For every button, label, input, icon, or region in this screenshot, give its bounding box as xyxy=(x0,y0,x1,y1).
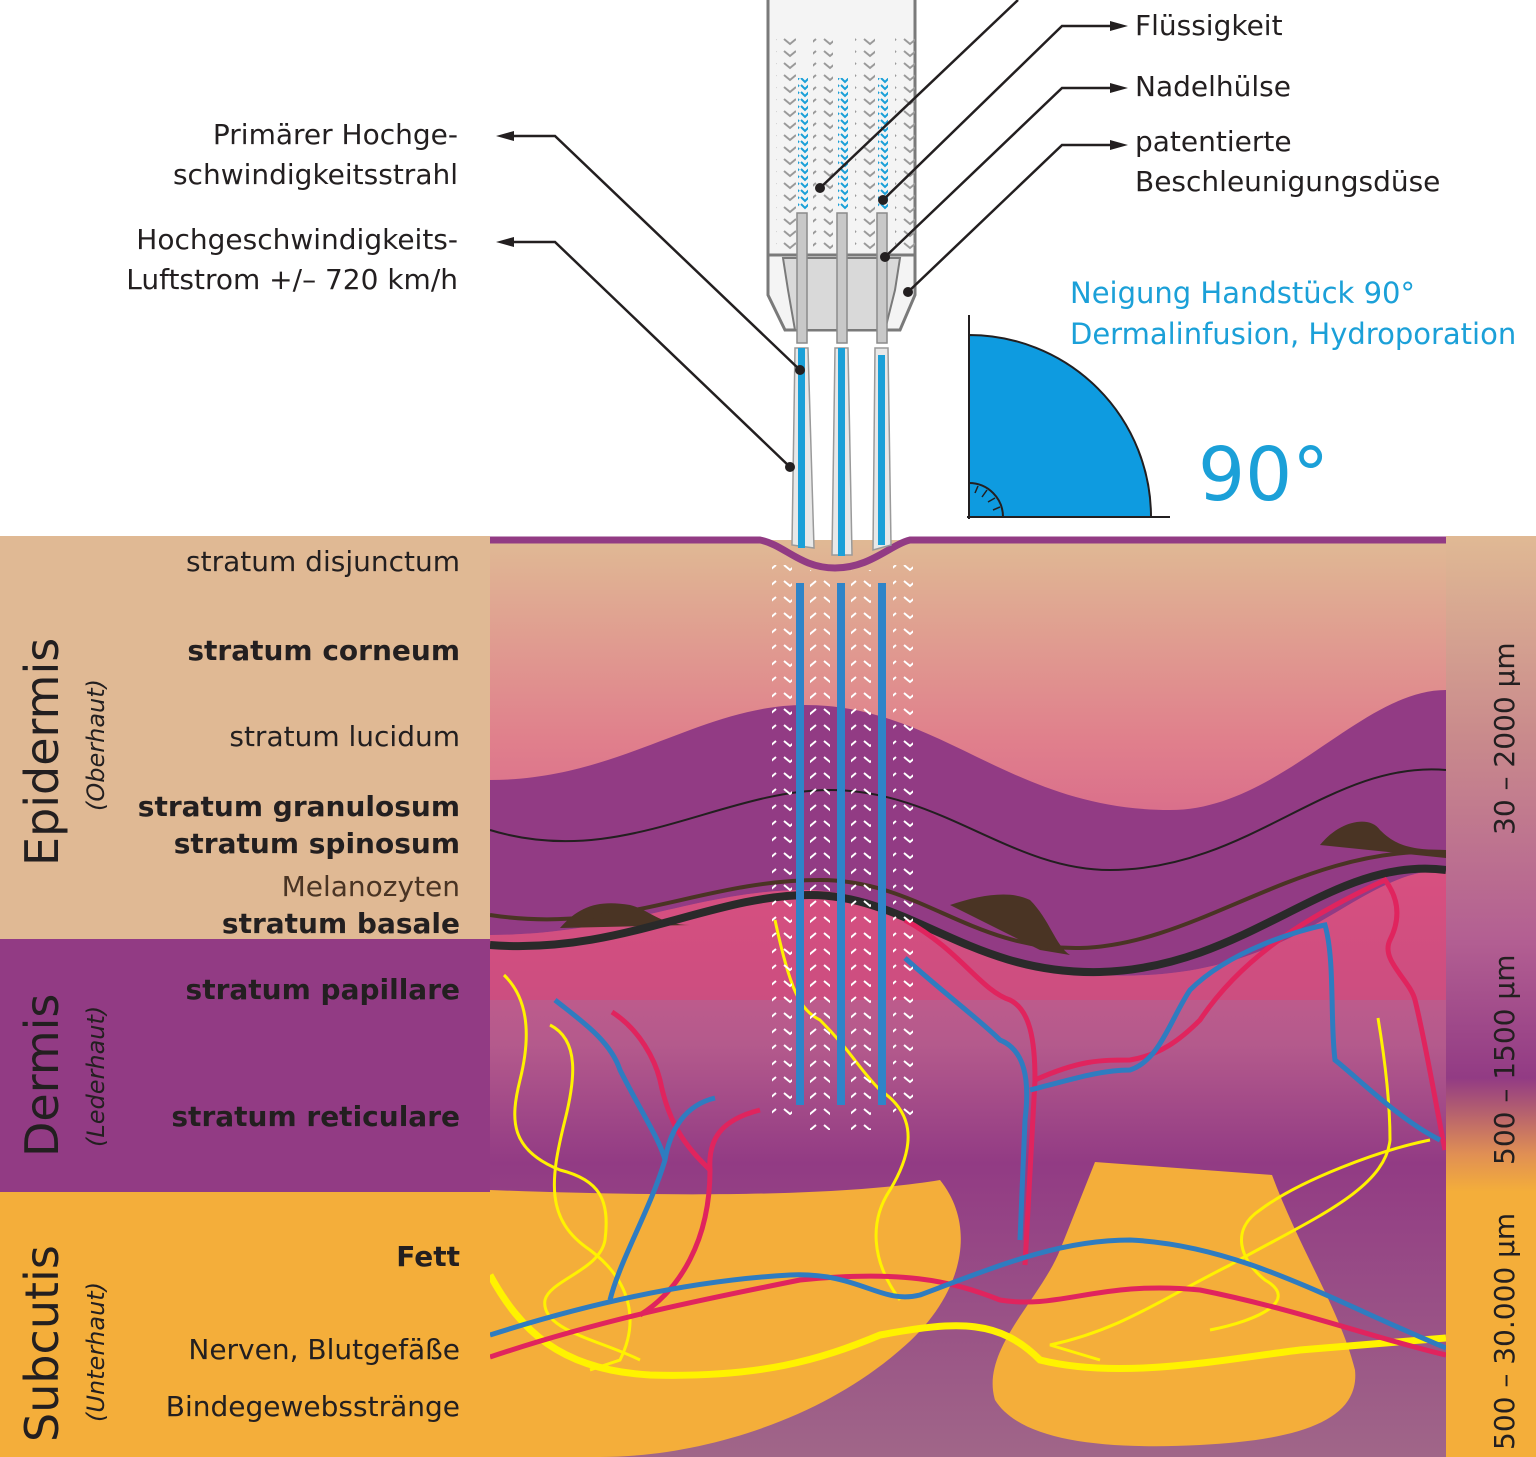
air-stream-in-skin-3 xyxy=(851,570,871,1130)
layer-stratum-papillare: stratum papillare xyxy=(185,973,460,1006)
melanocyte-2 xyxy=(950,894,1070,955)
label-primaerer-strahl-2: schwindigkeitsstrahl xyxy=(172,158,458,191)
layer-stratum-spinosum: stratum spinosum xyxy=(173,827,460,860)
subcutis-title-block: Subcutis xyxy=(14,1245,70,1442)
veins xyxy=(489,922,1447,1351)
melanocyte-line xyxy=(489,849,1447,951)
air-stream-in-skin-2 xyxy=(810,570,830,1130)
arteries xyxy=(489,876,1448,1360)
label-luftstrom-1: Hochgeschwindigkeits- xyxy=(136,223,458,256)
label-nadelhuelse: Nadelhülse xyxy=(1135,70,1291,103)
label-beschleunigungsduese: Beschleunigungsdüse xyxy=(1135,165,1441,198)
layer-fett: Fett xyxy=(396,1240,460,1273)
fat-lobule-1 xyxy=(490,1180,961,1457)
epidermis-purple-band xyxy=(490,690,1446,976)
epidermis-title: Epidermis xyxy=(15,637,69,866)
thickness-subcutis: 500 – 30.000 µm xyxy=(1488,1212,1521,1450)
primary-jet-3 xyxy=(878,355,885,545)
label-primaerer-strahl-1: Primärer Hochge- xyxy=(212,118,458,151)
panel-epidermis: Epidermis (Oberhaut) stratum disjunctum … xyxy=(0,536,490,940)
layer-stratum-lucidum: stratum lucidum xyxy=(229,720,460,753)
primary-jet-2 xyxy=(838,348,845,556)
thickness-epidermis: 30 – 2000 µm xyxy=(1488,642,1521,835)
dermis-subtitle: (Lederhaut) xyxy=(82,1005,110,1147)
subcutis-subtitle: (Unterhaut) xyxy=(82,1281,110,1422)
layer-stratum-reticulare: stratum reticulare xyxy=(171,1100,460,1133)
panel-dermis: Dermis (Lederhaut) stratum papillare str… xyxy=(0,939,490,1192)
needle-sleeve-2 xyxy=(836,212,848,344)
dermis-title-block: Dermis xyxy=(14,994,70,1157)
fluid-jet-in-skin-1 xyxy=(796,583,804,1105)
air-stream-in-skin-4 xyxy=(893,565,913,1120)
scale-dermis xyxy=(1446,939,1536,1192)
angle-title-line1: Neigung Handstück 90° xyxy=(1070,276,1415,310)
thickness-dermis: 500 – 1500 µm xyxy=(1488,954,1521,1166)
label-luftstrom-2: Luftstrom +/– 720 km/h xyxy=(126,263,458,296)
dermis-subtitle-block: (Lederhaut) xyxy=(82,1006,110,1147)
layer-stratum-basale: stratum basale xyxy=(221,907,460,940)
melanocyte-3 xyxy=(1320,821,1446,858)
layer-stratum-corneum: stratum corneum xyxy=(187,634,460,667)
granulosum-line xyxy=(489,768,1447,872)
needle-sleeve-1 xyxy=(796,212,808,344)
subcutis-title: Subcutis xyxy=(15,1245,69,1442)
fluid-jet-in-skin-2 xyxy=(837,583,845,1105)
scale-subcutis xyxy=(1446,1192,1536,1457)
primary-jet-1 xyxy=(798,348,805,548)
liquid-column-1 xyxy=(798,78,808,210)
epidermis-subtitle-block: (Oberhaut) xyxy=(82,679,110,811)
scale-epidermis xyxy=(1446,536,1536,939)
basale-line xyxy=(489,864,1447,977)
subcutis-subtitle-block: (Unterhaut) xyxy=(82,1282,110,1422)
label-patentierte: patentierte xyxy=(1135,125,1292,158)
leader-arrowheads xyxy=(496,21,1128,472)
angle-title-line2: Dermalinfusion, Hydroporation xyxy=(1070,317,1517,351)
layer-bindegewebsstraenge: Bindegewebsstränge xyxy=(165,1390,460,1423)
epidermis-title-block: Epidermis xyxy=(14,638,70,866)
label-fluessigkeit: Flüssigkeit xyxy=(1135,9,1283,42)
leader-lines xyxy=(510,0,1112,468)
needle-sleeve-3 xyxy=(876,212,888,344)
layer-stratum-disjunctum: stratum disjunctum xyxy=(186,545,460,578)
angle-quadrant-icon xyxy=(967,315,1170,519)
angle-value: 90° xyxy=(1198,432,1330,518)
angle-title: Neigung Handstück 90° Dermalinfusion, Hy… xyxy=(1070,273,1516,355)
nerve-fibers xyxy=(502,919,1431,1372)
epidermis-subtitle: (Oberhaut) xyxy=(82,678,110,811)
layer-nerven-blutgefaesse: Nerven, Blutgefäße xyxy=(188,1333,460,1366)
liquid-column-2 xyxy=(838,78,848,210)
dermis-title: Dermis xyxy=(15,993,69,1157)
handpiece xyxy=(766,0,917,556)
nerve-main xyxy=(486,1273,1447,1379)
fluid-jet-in-skin-3 xyxy=(878,583,886,1105)
liquid-column-3 xyxy=(878,78,888,210)
fat-lobule-2 xyxy=(992,1162,1356,1447)
air-stream-in-skin-1 xyxy=(772,565,792,1115)
skin-surface xyxy=(490,536,1446,572)
layer-melanozyten: Melanozyten xyxy=(281,870,460,903)
panel-subcutis: Subcutis (Unterhaut) Fett Nerven, Blutge… xyxy=(0,1192,490,1457)
layer-stratum-granulosum: stratum granulosum xyxy=(137,790,460,823)
